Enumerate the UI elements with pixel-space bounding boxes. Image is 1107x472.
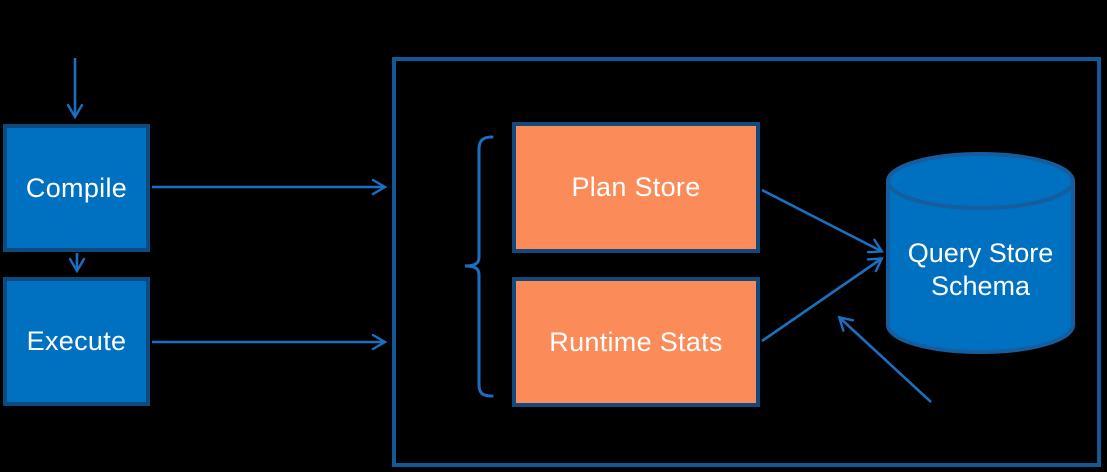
- arrow-bottom-to-schema: [837, 315, 932, 403]
- node-execute: Execute: [3, 277, 150, 406]
- node-execute-label: Execute: [26, 326, 127, 356]
- node-runtime-stats: Runtime Stats: [512, 277, 760, 407]
- cylinder-body: [886, 181, 1075, 355]
- node-runtime-stats-label: Runtime Stats: [549, 326, 723, 357]
- node-compile: Compile: [3, 124, 150, 252]
- node-plan-store: Plan Store: [512, 122, 760, 253]
- cylinder-top: [886, 152, 1075, 210]
- arrow-plan-store-to-schema: [761, 188, 885, 254]
- node-plan-store-label: Plan Store: [571, 172, 701, 202]
- group-bracket: [464, 135, 494, 398]
- node-compile-label: Compile: [25, 172, 128, 203]
- query-store-container-box: [392, 57, 1101, 467]
- query-store-schema-cylinder: [886, 152, 1075, 355]
- node-query-store-schema-label: Query Store Schema: [907, 238, 1054, 301]
- arrow-runtime-stats-to-schema: [761, 257, 884, 343]
